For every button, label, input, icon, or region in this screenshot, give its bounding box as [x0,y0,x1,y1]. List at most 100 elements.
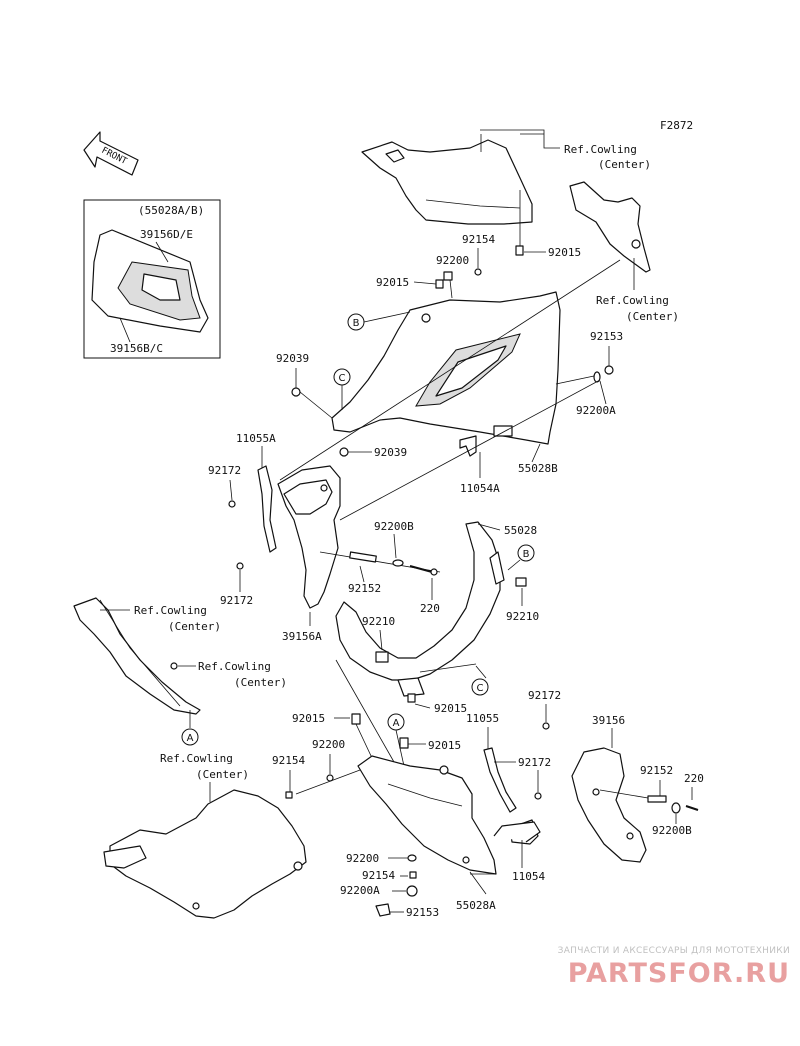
ref-cowling-3b: (Center) [168,620,221,633]
bolt-92154-e [409,871,417,879]
washer-92200b-right [671,802,681,814]
part-92152-right: 92152 [640,764,673,777]
ref-cowling-4b: (Center) [234,676,287,689]
part-92015-c: 92015 [434,702,467,715]
grommet-92015-top [515,245,524,256]
watermark: ЗАПЧАСТИ И АКСЕССУАРЫ ДЛЯ МОТОТЕХНИКИ PA… [470,946,790,989]
svg-text:C: C [477,683,484,694]
part-220-mid: 220 [420,602,440,615]
screw-92172-c [542,722,550,730]
part-92152-mid: 92152 [348,582,381,595]
part-92039-a: 92039 [276,352,309,365]
side-cowling-55028b [331,291,561,445]
inner-panel-39156a [277,465,341,609]
bracket-11054 [493,821,541,843]
bolt-92154-d [285,791,293,799]
part-92200b-mid: 92200B [374,520,414,533]
part-92200-top: 92200 [436,254,469,267]
part-92172-d: 92172 [518,756,551,769]
part-92015-d: 92015 [292,712,325,725]
ref-cowling-1a: Ref.Cowling [564,143,637,156]
svg-text:B: B [523,549,530,560]
grommet-92015-e [399,737,409,749]
screw-92153-right [604,365,614,375]
svg-text:B: B [353,318,360,329]
screw-92172-d [534,792,542,800]
part-92039-b: 92039 [374,446,407,459]
callout-c-2 [471,678,489,696]
part-92154-top: 92154 [462,233,495,246]
svg-text:A: A [187,733,194,744]
ref-cowling-bottom-piece [103,789,307,919]
inset-side-panel [91,229,209,333]
washer-92200b-mid [392,559,404,567]
clip-92039-a [291,387,301,397]
collar-92152-right [647,795,667,803]
part-11054a: 11054A [460,482,500,495]
watermark-brand: PARTSFOR.RU [567,958,790,989]
under-cowling-55028 [335,521,527,697]
part-11054: 11054 [512,870,545,883]
bolt-92154-top [474,268,482,276]
bracket-11055 [483,747,517,813]
bracket-11054a [459,435,477,457]
ref-cowling-2a: Ref.Cowling [596,294,669,307]
ref-cowling-4a: Ref.Cowling [198,660,271,673]
callout-b-1 [347,313,365,331]
part-92200a-e: 92200A [340,884,380,897]
watermark-subtitle: ЗАПЧАСТИ И АКСЕССУАРЫ ДЛЯ МОТОТЕХНИКИ [557,946,790,956]
ref-cowling-left-piece [73,597,201,715]
part-220-right: 220 [684,772,704,785]
part-92200-d: 92200 [312,738,345,751]
part-92200a-right: 92200A [576,404,616,417]
callout-a-1 [181,728,199,746]
ref-cowling-3a: Ref.Cowling [134,604,207,617]
part-92210-a: 92210 [362,615,395,628]
bracket-11055a [257,465,277,553]
part-92153-e: 92153 [406,906,439,919]
screw-92172-a [228,500,236,508]
part-92153-right: 92153 [590,330,623,343]
ref-cowling-1b: (Center) [598,158,651,171]
part-92210-b: 92210 [506,610,539,623]
inset-part-39156de: 39156D/E [140,228,193,241]
part-92200b-right: 92200B [652,824,692,837]
part-92154-e: 92154 [362,869,395,882]
ref-cowling-2b: (Center) [626,310,679,323]
inner-panel-39156 [571,747,647,863]
part-11055a: 11055A [236,432,276,445]
part-92015-top: 92015 [548,246,581,259]
inset-part-39156bc: 39156B/C [110,342,163,355]
front-arrow-icon: FRONT [83,131,139,176]
washer-92200-e [407,854,417,862]
part-92200-e: 92200 [346,852,379,865]
upper-cowling-center [361,134,533,250]
lower-cowling-55028a [357,755,539,875]
clip-92039-b [339,447,349,457]
collar-92152-mid [349,551,377,563]
svg-text:C: C [339,373,346,384]
part-39156a: 39156A [282,630,322,643]
part-92015-left: 92015 [376,276,409,289]
part-55028: 55028 [504,524,537,537]
part-92154-d: 92154 [272,754,305,767]
part-92172-b: 92172 [220,594,253,607]
screw-92172-b [236,562,244,570]
part-55028b: 55028B [518,462,558,475]
part-92015-e: 92015 [428,739,461,752]
callout-c-1 [333,368,351,386]
bolt-220-mid [430,568,438,576]
washer-92200a-e [406,885,418,897]
part-11055: 11055 [466,712,499,725]
ref-cowling-right-piece [569,181,651,273]
screw-92153-e [375,903,391,917]
figure-code: F2872 [660,119,693,132]
inset-panel: (55028A/B) 39156D/E 39156B/C [83,199,221,359]
part-92172-c: 92172 [528,689,561,702]
grommet-92015-left [435,279,444,289]
ref-cowling-5b: (Center) [196,768,249,781]
part-92172-a: 92172 [208,464,241,477]
svg-text:A: A [393,718,400,729]
inset-title: (55028A/B) [138,204,204,217]
